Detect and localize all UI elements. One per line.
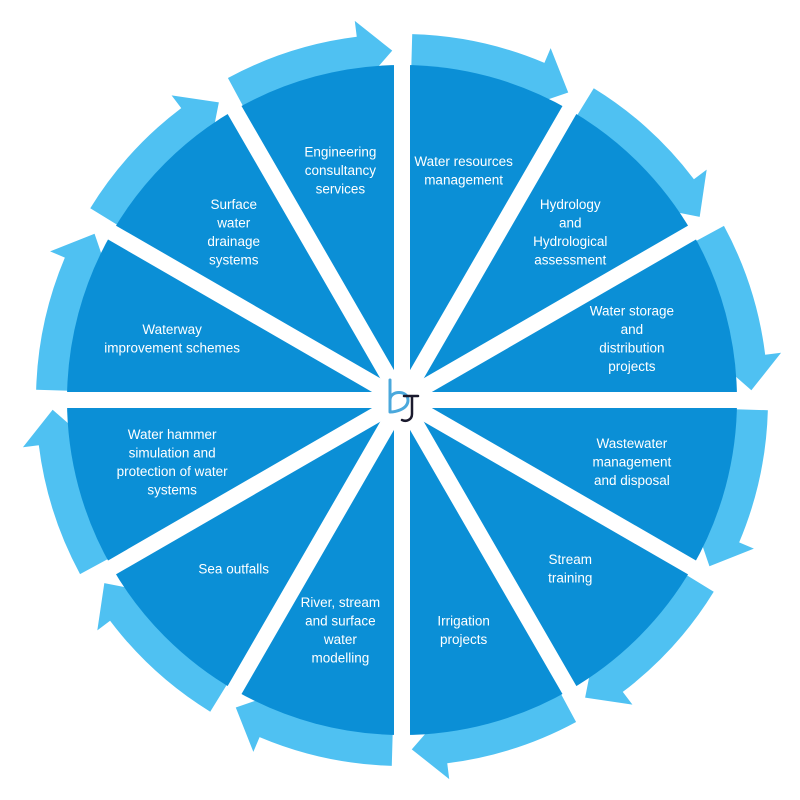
segment-label-line: and disposal [594,473,670,488]
segment-label-line: consultancy [305,163,377,178]
segment-divider [395,395,605,744]
ring-arrow-9 [22,409,110,575]
segment-label-line: systems [209,252,259,267]
ring-arrow-5 [585,574,714,705]
ring-arrow-11 [90,95,219,226]
segment-divider [58,197,407,407]
segment-label-6: Irrigation projects [437,614,490,648]
segment-label-line: distribution [599,341,664,356]
segment-label-line: Water storage [590,304,674,319]
segment-label-line: drainage [207,234,260,249]
segment-label-10: Waterway improvement schemes [104,322,240,356]
segment-label-1: Water resources management [414,154,513,188]
segment-divider [397,197,746,407]
segment-label-line: Hydrology [540,197,601,212]
segment-divider [395,56,605,405]
ring-arrow-3 [694,225,782,391]
segment-label-line: modelling [312,651,370,666]
segment-label-line: Hydrological [533,234,607,249]
segment-divider [58,393,407,603]
segment-label-line: Stream [549,552,593,567]
hub-disc [376,374,428,426]
segment-label-4: Wastewater management and disposal [592,436,671,488]
segment-label-line: Water hammer [128,427,217,442]
segment-label-line: and [621,322,644,337]
segment-label-9: Water hammer simulation and protection of … [117,427,229,498]
segment-label-line: management [424,172,503,187]
segment-divider [397,393,746,603]
wheel-segments [10,8,794,792]
segment-label-line: water [216,215,251,230]
segment-label-line: systems [147,482,197,497]
hub-logo [376,374,428,426]
wheel-segment-2 [402,109,693,400]
ring-arrow-12 [227,20,393,108]
segment-label-line: Engineering [304,145,376,160]
segment-label-line: Irrigation [437,614,490,629]
segment-divider [199,395,409,744]
segment-label-12: Engineering consultancy services [304,145,376,197]
ring-arrow-7 [235,692,393,766]
segment-label-7: River, stream and surface water modelling [301,595,381,666]
wheel-segment-5 [402,400,693,691]
wheel-segment-11 [111,109,402,400]
segment-label-line: Water resources [414,154,513,169]
segment-label-line: improvement schemes [104,341,240,356]
segment-label-line: water [323,632,358,647]
segment-label-line: Waterway [142,322,202,337]
segment-label-3: Water storage and distribution projects [590,304,674,375]
segment-label-line: services [316,182,366,197]
ring-arrows [22,20,782,780]
segment-label-5: Stream training [548,552,592,586]
segment-label-8: Sea outfalls [198,561,269,576]
segment-label-line: projects [608,359,656,374]
ring-arrow-6 [411,692,577,780]
segment-label-line: projects [440,632,488,647]
segment-label-line: management [592,455,671,470]
ring-arrow-2 [576,88,707,217]
segment-label-line: protection of water [117,464,229,479]
ring-arrow-4 [694,409,768,567]
segment-label-line: Wastewater [596,436,667,451]
segment-label-line: training [548,571,592,586]
segment-label-line: simulation and [129,445,216,460]
segment-label-line: Sea outfalls [198,561,269,576]
bh-logo-icon [388,378,420,422]
ring-arrow-1 [411,34,569,108]
segment-divider [199,56,409,405]
segment-label-line: Surface [210,197,257,212]
segment-label-line: and surface [305,614,376,629]
segment-label-line: and [559,215,582,230]
segment-label-11: Surface water drainage systems [207,197,260,267]
ring-arrow-10 [36,233,110,391]
wheel-segment-8 [111,400,402,691]
segment-label-line: River, stream [301,595,381,610]
ring-arrow-8 [97,583,228,712]
segment-label-line: assessment [534,252,606,267]
